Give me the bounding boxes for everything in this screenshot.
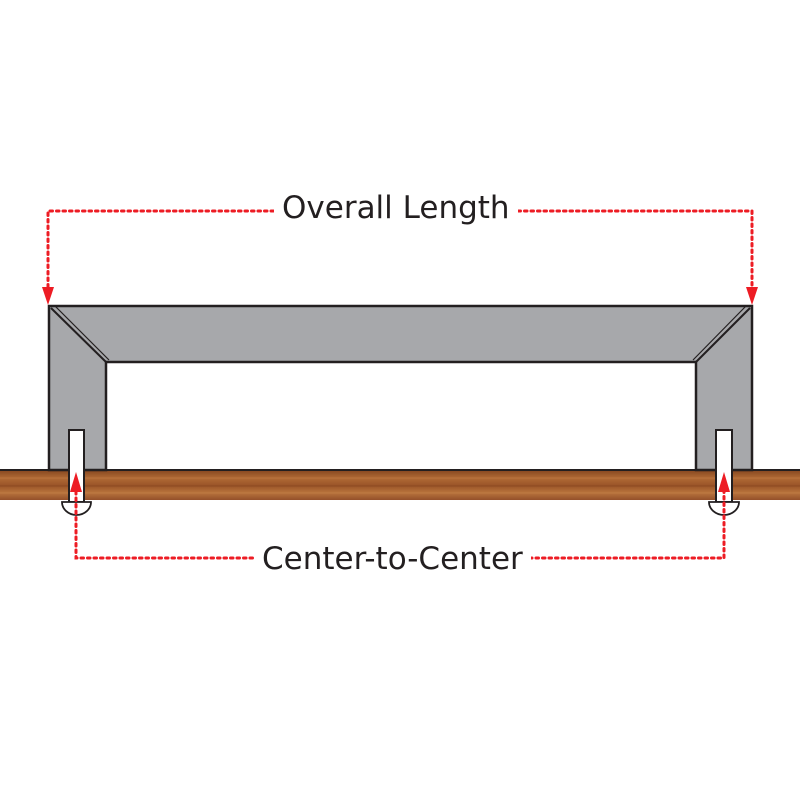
arrow-down-left-icon: [42, 287, 54, 305]
overall-length-label: Overall Length: [274, 193, 518, 224]
arrow-up-right-icon: [718, 472, 730, 492]
cabinet-handle: [47, 304, 754, 472]
center-to-center-label: Center-to-Center: [254, 544, 531, 575]
arrow-down-right-icon: [746, 287, 758, 305]
arrow-up-left-icon: [70, 472, 82, 492]
wood-panel: [0, 469, 800, 500]
right-screw: [708, 429, 740, 516]
